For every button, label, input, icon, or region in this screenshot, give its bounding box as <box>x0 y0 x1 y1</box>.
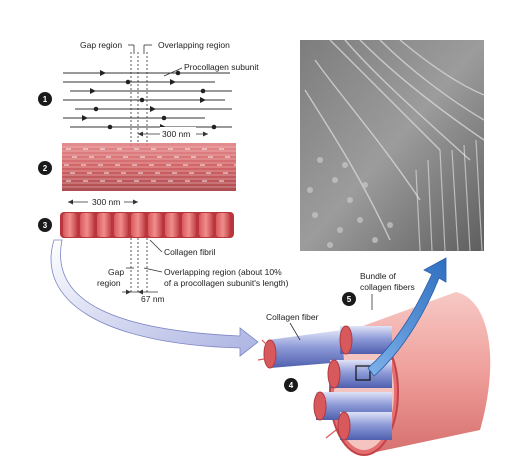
svg-text:3: 3 <box>43 221 48 230</box>
striated-fibril-sheet <box>62 143 236 191</box>
dist-67nm-label: 67 nm <box>141 294 165 304</box>
gap-region-bottom-label-2: region <box>97 278 121 288</box>
bundle-to-sem-arrow <box>367 257 447 377</box>
procollagen-subunits <box>63 52 232 148</box>
step-badge-4: 4 <box>284 378 298 392</box>
overlap-bottom-label-1: Overlapping region (about 10% <box>164 267 282 277</box>
collagen-fibril-label: Collagen fibril <box>164 247 216 257</box>
fibril-to-fiber-arrow <box>50 239 259 357</box>
svg-text:1: 1 <box>43 95 48 104</box>
step-badge-2: 2 <box>38 161 52 175</box>
fiber-pointer <box>289 322 301 341</box>
bundle-label-2: collagen fibers <box>360 282 415 292</box>
collagen-fibril-shape <box>60 212 234 238</box>
svg-text:2: 2 <box>43 164 48 173</box>
collagen-fiber-label: Collagen fiber <box>266 312 319 322</box>
procollagen-pointer <box>163 67 183 77</box>
step-badge-3: 3 <box>38 218 52 232</box>
gap-region-top-label: Gap region <box>80 40 122 50</box>
gap-region-bottom-label-1: Gap <box>108 267 124 277</box>
svg-text:5: 5 <box>347 295 352 304</box>
dist-300nm-label-a: 300 nm <box>162 129 190 139</box>
overlapping-region-top-label: Overlapping region <box>158 40 230 50</box>
dimension-67nm: 67 nm <box>122 289 165 304</box>
step-badge-1: 1 <box>38 92 52 106</box>
procollagen-subunit-label: Procollagen subunit <box>184 62 259 72</box>
top-region-pointers <box>128 44 152 54</box>
lower-guide-lines <box>130 238 148 292</box>
fibril-pointer <box>149 239 163 253</box>
magnified-region-box <box>355 365 371 381</box>
svg-text:4: 4 <box>289 381 294 390</box>
overlap-bottom-label-2: of a procollagen subunit's length) <box>164 278 289 288</box>
bundle-label-1: Bundle of <box>360 271 397 281</box>
dimension-300nm-a: 300 nm <box>138 127 208 139</box>
dist-300nm-label-b: 300 nm <box>92 197 120 207</box>
bottom-region-pointers <box>126 267 163 273</box>
sem-micrograph <box>300 39 485 252</box>
dimension-300nm-b: 300 nm <box>68 195 138 207</box>
collagen-fibers <box>257 325 392 441</box>
step-badge-5: 5 <box>342 292 356 306</box>
